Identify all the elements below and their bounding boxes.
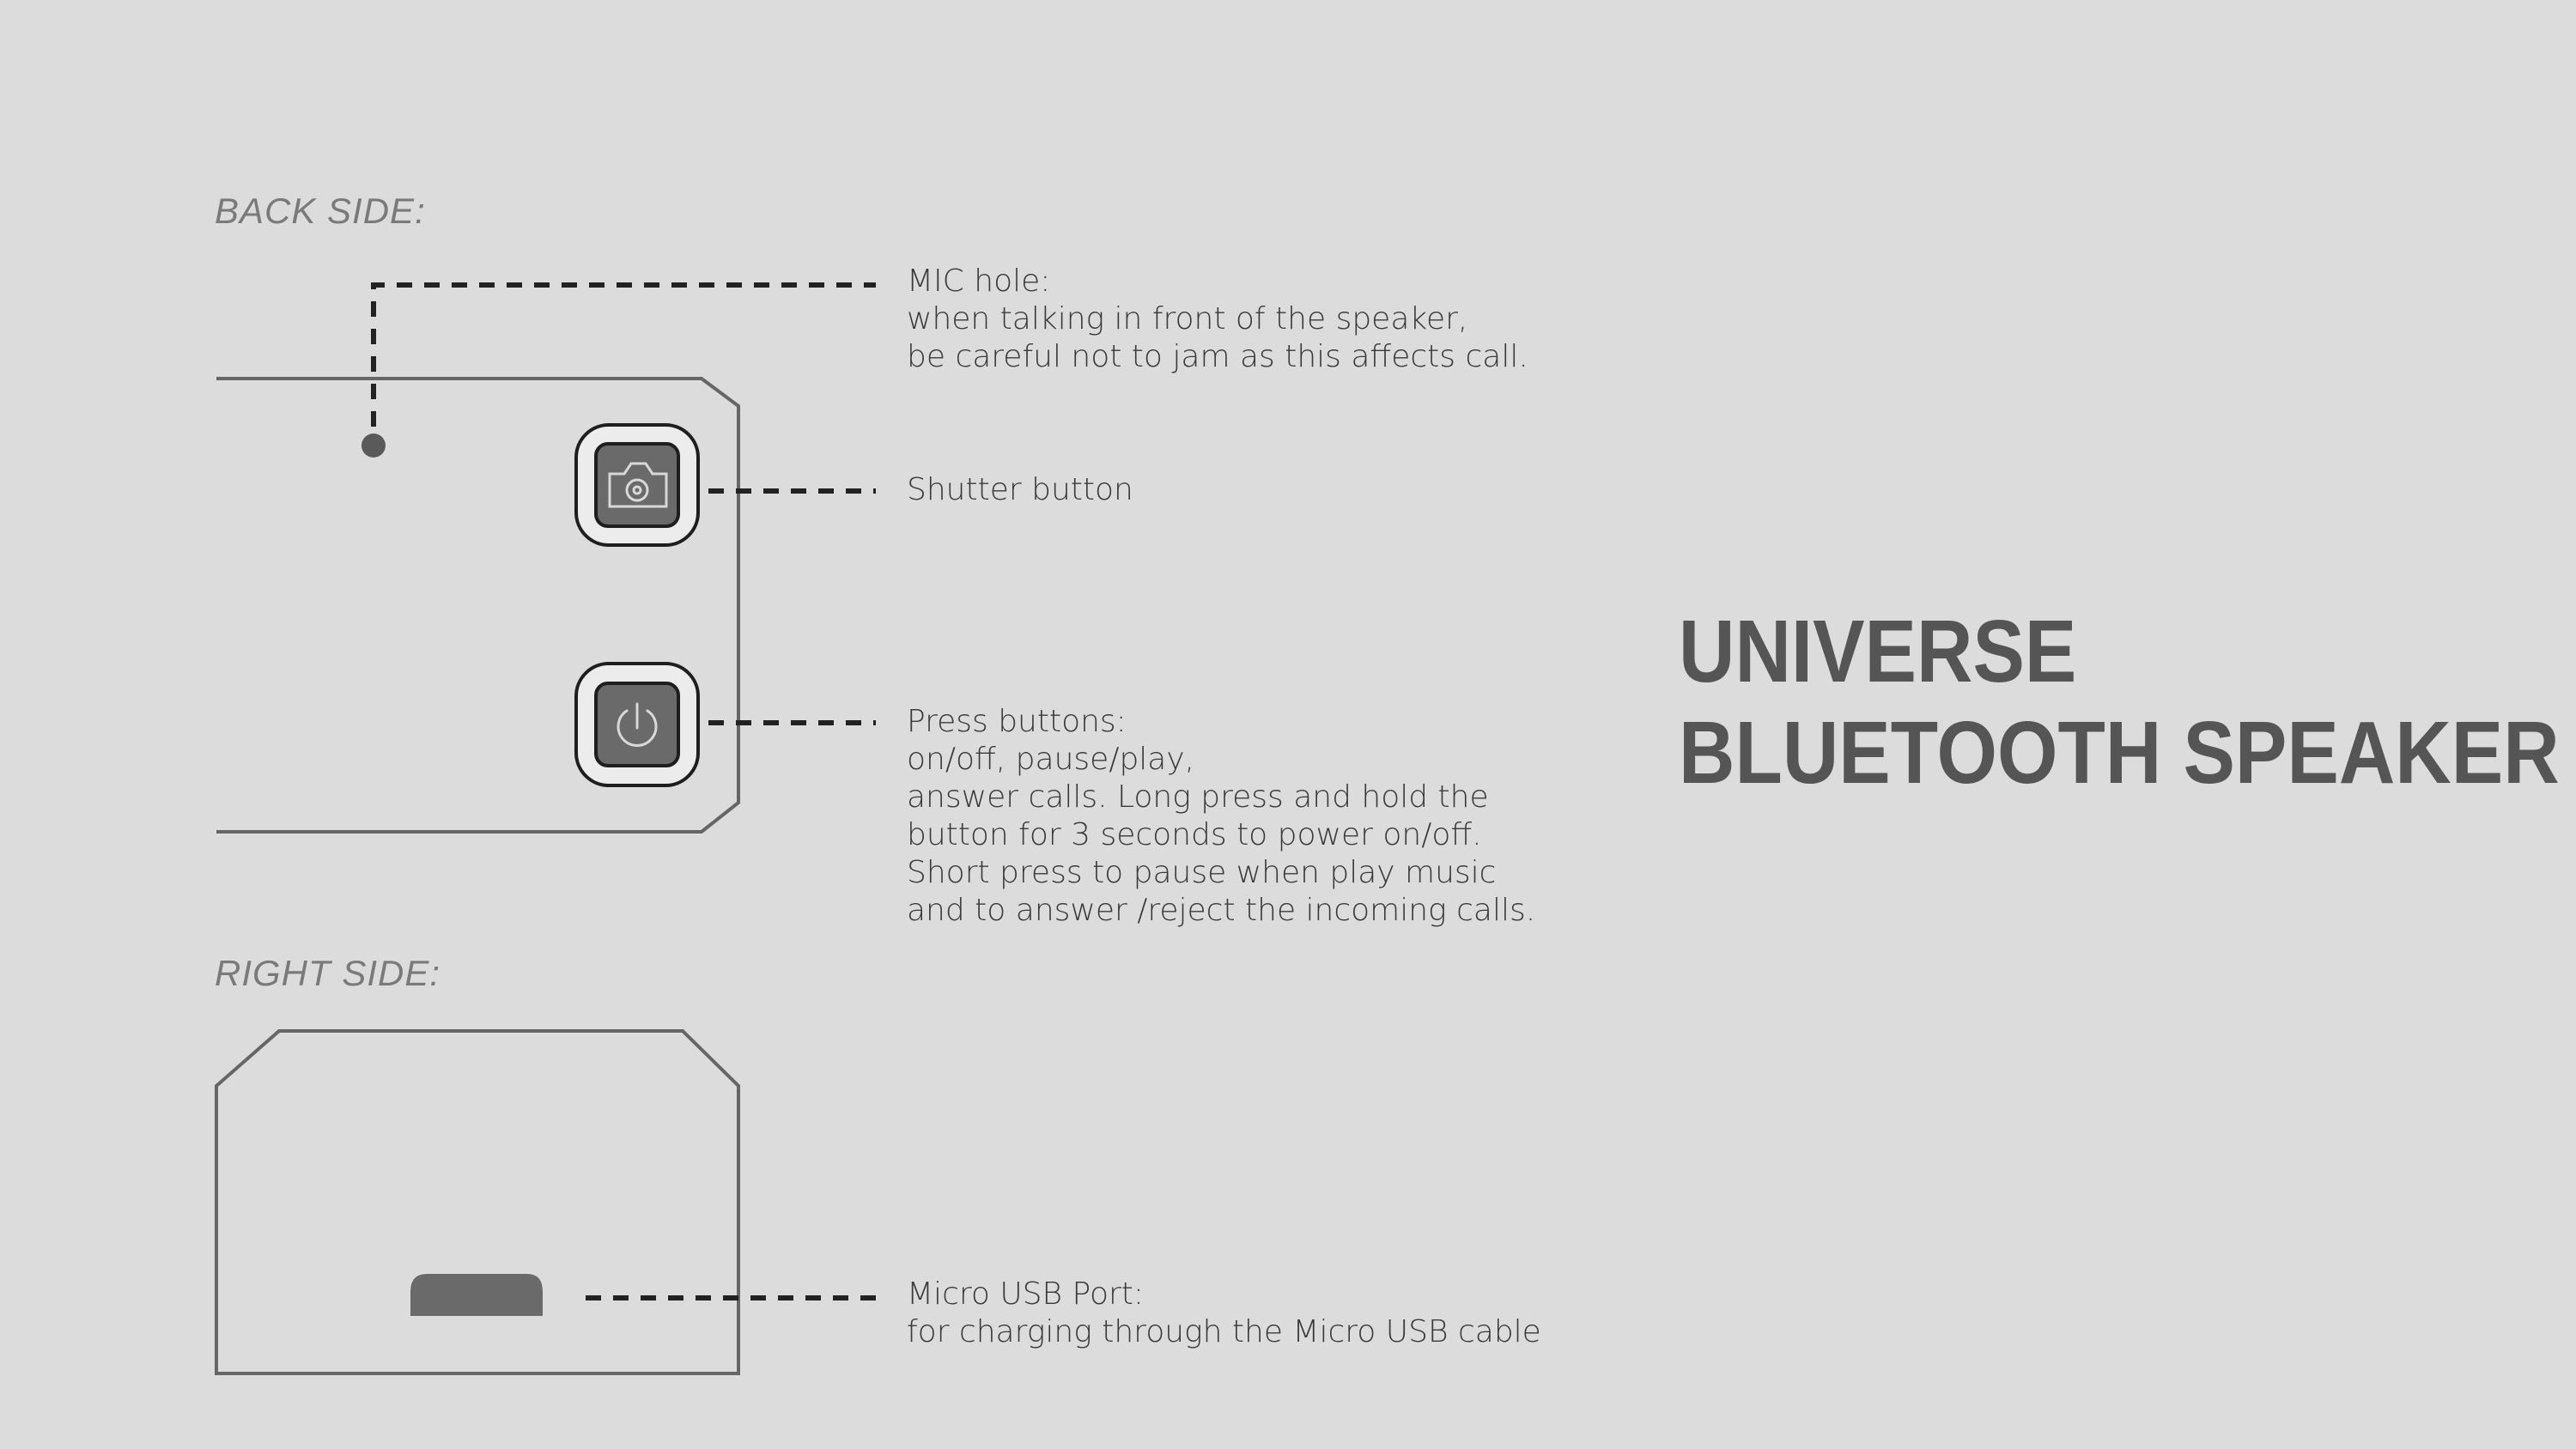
micro-usb-port: [410, 1274, 543, 1316]
press-callout-line: answer calls. Long press and hold the: [907, 779, 1489, 815]
product-title-line-2: BLUETOOTH SPEAKER: [1679, 703, 2560, 802]
press-callout-line: on/off, pause/play,: [907, 742, 1195, 777]
product-title: UNIVERSE BLUETOOTH SPEAKER: [1679, 601, 2560, 803]
press-callout-title: Press buttons:: [907, 704, 1127, 739]
mic-leader-line: [371, 282, 876, 427]
right-side-label: RIGHT SIDE:: [215, 953, 441, 993]
back-side-outline: [216, 377, 740, 834]
mic-callout-line: be careful not to jam as this affects ca…: [907, 339, 1528, 374]
power-icon: [617, 702, 658, 747]
back-side-label: BACK SIDE:: [215, 191, 426, 231]
mic-callout-line: when talking in front of the speaker,: [907, 301, 1468, 336]
product-title-line-1: UNIVERSE: [1679, 602, 2077, 700]
usb-callout: Micro USB Port: for charging through the…: [907, 1276, 1541, 1351]
shutter-button[interactable]: [574, 423, 700, 547]
mic-hole: [361, 433, 386, 458]
camera-icon: [608, 462, 668, 508]
press-callout-line: and to answer /reject the incoming calls…: [907, 893, 1536, 928]
power-button[interactable]: [574, 662, 700, 787]
shutter-callout: Shutter button: [907, 471, 1133, 509]
mic-callout: MIC hole: when talking in front of the s…: [907, 263, 1528, 376]
usb-callout-title: Micro USB Port:: [907, 1276, 1145, 1312]
mic-callout-title: MIC hole:: [907, 264, 1051, 299]
press-callout: Press buttons: on/off, pause/play, answe…: [907, 703, 1535, 930]
shutter-callout-title: Shutter button: [907, 472, 1133, 507]
press-callout-line: button for 3 seconds to power on/off.: [907, 817, 1482, 852]
usb-callout-line: for charging through the Micro USB cable: [907, 1314, 1541, 1349]
right-side-outline: [215, 1029, 740, 1375]
press-callout-line: Short press to pause when play music: [907, 855, 1497, 890]
